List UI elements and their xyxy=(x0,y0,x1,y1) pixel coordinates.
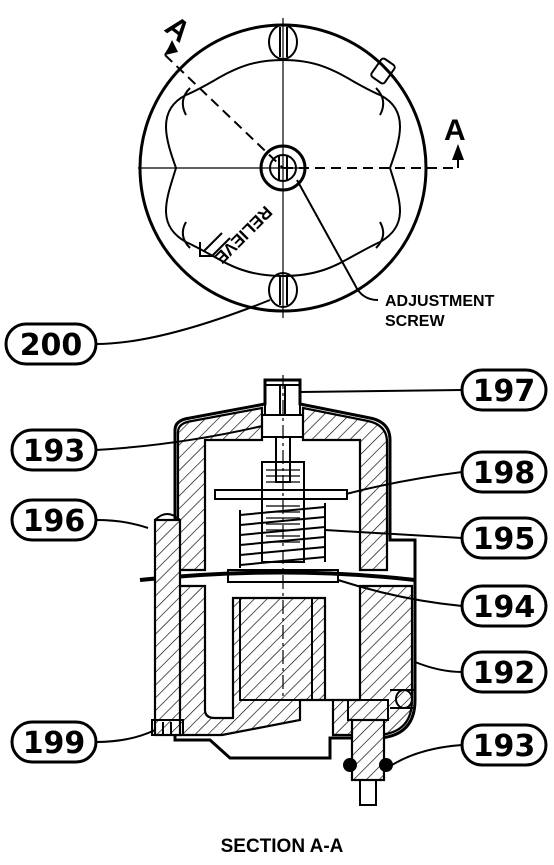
bonnet-wall-right xyxy=(301,406,389,572)
diaphragm xyxy=(139,570,416,582)
svg-text:196: 196 xyxy=(23,504,86,539)
side-bolt xyxy=(151,513,184,737)
svg-text:198: 198 xyxy=(473,456,536,491)
svg-text:193: 193 xyxy=(23,434,86,469)
section-marker-top: A xyxy=(159,10,196,49)
side-port xyxy=(390,689,415,709)
callout-196: 196 xyxy=(10,498,149,542)
svg-text:193: 193 xyxy=(473,729,536,764)
section-cut-diagonal xyxy=(164,54,284,169)
callout-200: 200 xyxy=(4,299,271,366)
svg-text:195: 195 xyxy=(473,522,536,557)
callout-199: 199 xyxy=(10,720,156,764)
svg-text:194: 194 xyxy=(473,590,536,625)
bonnet-wall xyxy=(176,406,264,572)
relieve-arrow-icon xyxy=(199,232,231,257)
boss-top-right xyxy=(375,87,385,116)
callout-194: 194 xyxy=(337,579,548,628)
vent-nub xyxy=(370,57,396,85)
o-ring-left xyxy=(343,758,357,772)
adjustment-screw-label-line1: ADJUSTMENT xyxy=(385,293,495,310)
boss-bottom-left xyxy=(181,221,191,249)
adjustment-screw-label-line2: SCREW xyxy=(385,313,445,330)
valve-stem xyxy=(239,597,313,701)
lower-body xyxy=(176,584,414,737)
svg-text:199: 199 xyxy=(23,726,86,761)
callout-193-upper: 193 xyxy=(10,425,263,472)
boss-bottom-right xyxy=(375,221,385,249)
outlet-fitting xyxy=(343,699,393,806)
boss-top-left xyxy=(181,87,191,116)
o-ring-right xyxy=(379,758,393,772)
top-view: A A RELIEVE ADJUSTMENT SCREW xyxy=(138,10,495,330)
callout-192: 192 xyxy=(414,650,548,694)
svg-text:197: 197 xyxy=(473,374,536,409)
callout-197: 197 xyxy=(299,368,548,412)
section-caption: SECTION A-A xyxy=(221,836,344,857)
adjustment-screw-leader xyxy=(296,179,379,301)
svg-text:192: 192 xyxy=(473,656,536,691)
callout-193-lower: 193 xyxy=(391,723,548,767)
callout-195: 195 xyxy=(324,516,548,560)
callout-198: 198 xyxy=(345,450,548,495)
svg-text:200: 200 xyxy=(20,328,83,363)
section-view xyxy=(139,375,417,806)
adjustment-screw-head xyxy=(269,154,297,182)
upper-spring-seat xyxy=(214,489,348,500)
section-marker-right: A xyxy=(444,114,466,147)
